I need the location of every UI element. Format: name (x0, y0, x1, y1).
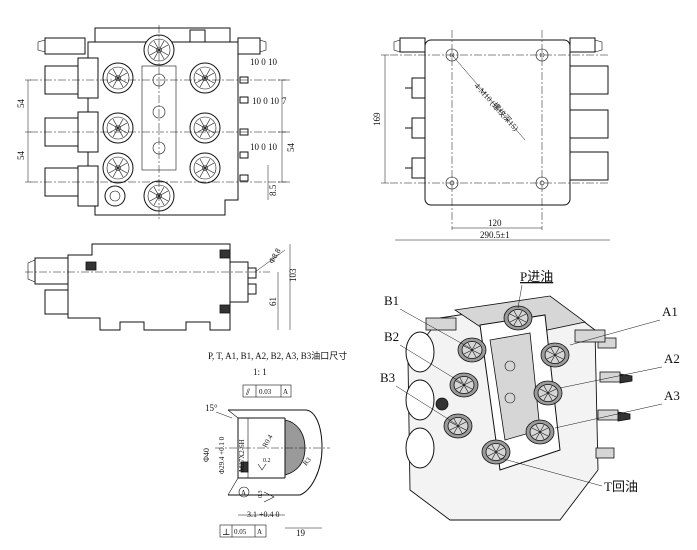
top-dim-10-b: 10 0 10 (252, 96, 280, 106)
detail-r04: R0.4 (261, 433, 275, 449)
iso-label-b3: B3 (380, 370, 395, 385)
iso-view: P进油 A1 A2 A3 B1 B2 B3 T回油 (380, 269, 680, 521)
top-dim-54-right: 54 (286, 143, 296, 153)
top-dim-7: 7 (282, 96, 287, 106)
side-dim-103: 103 (288, 268, 298, 282)
detail-angle-15: 15° (205, 403, 218, 413)
tol-top-symbol: ⫽ (245, 387, 250, 397)
detail-dim-phi40: Φ40 (202, 448, 211, 462)
tol-bottom-symbol: ⊥ (222, 527, 230, 537)
right-dim-290: 290.5±1 (480, 230, 510, 240)
iso-label-a1: A1 (662, 304, 678, 319)
top-dim-54a: 54 (16, 99, 26, 109)
iso-label-b2: B2 (384, 329, 399, 344)
tol-bottom-datum: A (257, 528, 262, 536)
tol-frame-top (242, 384, 292, 398)
right-dim-120: 120 (488, 218, 502, 228)
detail-thread: M27X2-6H (238, 439, 246, 472)
top-dim-10-a: 10 0 10 (250, 57, 278, 67)
top-view: 54 54 54 10 0 10 10 0 10 7 10 0 10 8.5 (16, 25, 296, 220)
right-view: 4-M10 (螺纹深15) 169 120 290.5±1 (372, 30, 610, 241)
iso-label-t: T回油 (604, 479, 638, 494)
side-dim-61: 61 (268, 297, 278, 306)
top-dim-8-5: 8.5 (268, 184, 278, 196)
top-dim-54b: 54 (16, 151, 26, 161)
detail-dim-phi29: Φ29.4 +0.1 0 (218, 436, 226, 474)
tol-frame-bottom (219, 524, 267, 538)
iso-label-p: P进油 (520, 269, 553, 284)
iso-label-a2: A2 (664, 351, 680, 366)
iso-label-a3: A3 (664, 388, 680, 403)
tol-top-datum: A (283, 388, 288, 396)
detail-caption: P, T, A1, B1, A2, B2, A3, B3油口尺寸 (208, 350, 347, 361)
datum-a-label: A (241, 489, 246, 497)
tol-bottom-value: 0.05 (234, 528, 247, 536)
iso-label-b1: B1 (384, 293, 399, 308)
detail-r03: 0.3 (258, 491, 264, 499)
side-view: Φ8.8 61 103 (25, 243, 298, 331)
right-dim-169: 169 (372, 112, 382, 126)
side-dim-d8-8: Φ8.8 (267, 247, 283, 265)
detail-r3: R3 (301, 456, 313, 468)
datum-a-circle (238, 486, 250, 498)
detail-scale: 1: 1 (253, 367, 267, 377)
port-detail: P, T, A1, B1, A2, B2, A3, B3油口尺寸 1: 1 ⫽ … (202, 350, 347, 538)
detail-dim-3-1: 3.1 +0.4 0 (247, 510, 280, 519)
detail-dim-19: 19 (296, 528, 306, 538)
top-dim-10-c: 10 0 10 (250, 142, 278, 152)
tol-top-value: 0.03 (259, 388, 272, 396)
detail-r02: 0.2 (263, 458, 271, 464)
